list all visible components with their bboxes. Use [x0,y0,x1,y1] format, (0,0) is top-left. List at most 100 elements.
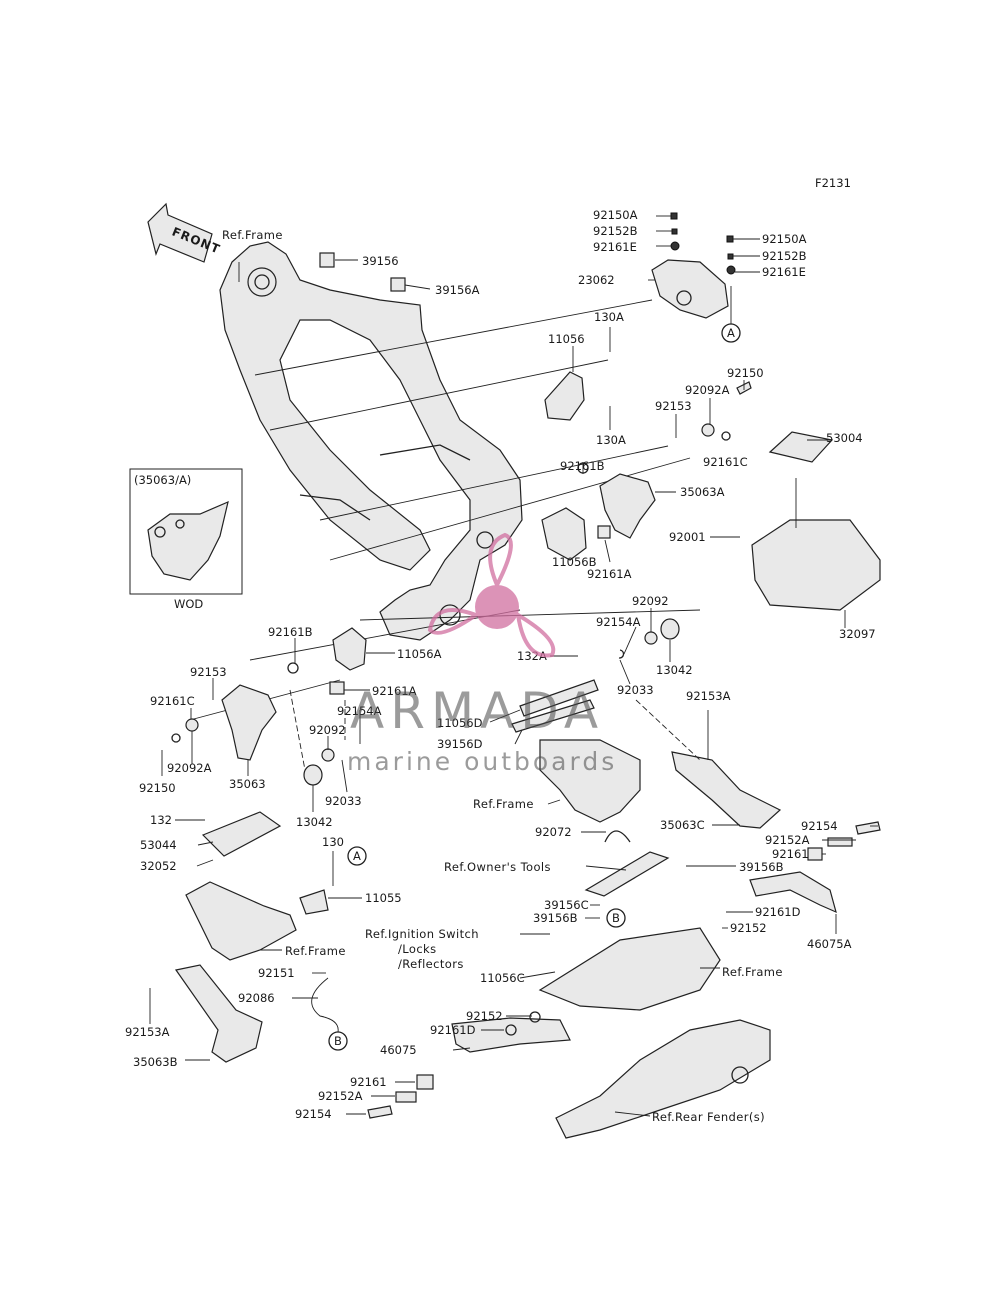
part-11056B [541,507,587,561]
part-11056D [519,679,599,717]
label-46075: 46075 [380,1043,417,1057]
label-92153A-left: 92153A [125,1025,170,1039]
label-92153-left: 92153 [190,665,227,679]
label-92152A-right: 92152A [765,833,810,847]
svg-text:A: A [353,849,361,863]
part-39156D [511,699,595,733]
owners-tools [584,851,670,897]
label-92092A: 92092A [685,383,730,397]
svg-text:B: B [334,1034,342,1048]
propeller-logo-icon [427,532,556,658]
seat-tray-center [538,927,721,1011]
label-46075A: 46075A [807,937,852,951]
label-132: 132 [150,813,172,827]
label-92161D-left: 92161D [430,1023,476,1037]
part-92092-left [321,748,335,762]
part-92086 [311,977,339,1033]
step-bracket-center [539,739,641,823]
label-11056D: 11056D [437,716,483,730]
label-53004: 53004 [826,431,863,445]
label-ref-reflectors: /Reflectors [398,957,464,971]
label-92153: 92153 [655,399,692,413]
label-130: 130 [322,835,344,849]
label-92152A-left: 92152A [318,1089,363,1103]
label-92150A-right: 92150A [762,232,807,246]
part-92161A [597,525,611,539]
part-11055 [299,889,329,915]
label-13042-right: 13042 [656,663,693,677]
part-92154-right [855,821,881,835]
label-92161A: 92161A [587,567,632,581]
label-39156A: 39156A [435,283,480,297]
callout-a-left: A [347,846,367,866]
part-92161C-left [171,733,181,743]
label-11056C: 11056C [480,971,525,985]
label-92154-right: 92154 [801,819,838,833]
inset-caption: WOD [174,597,203,611]
label-39156B-right: 39156B [739,860,784,874]
label-92150: 92150 [727,366,764,380]
label-92152B-top: 92152B [593,224,638,238]
part-92161A-left [329,681,345,695]
label-92161-right: 92161 [772,847,809,861]
label-92154A-left: 92154A [337,704,382,718]
part-labels: 92150A 92152B 92161E 23062 92150A 92152B… [125,208,876,1124]
callout-b-mid: B [606,908,626,928]
label-130A-bottom: 130A [596,433,626,447]
label-92152-left: 92152 [466,1009,503,1023]
part-35063B [174,964,263,1063]
label-92161B-left: 92161B [268,625,313,639]
part-92161D-left [505,1024,517,1036]
label-11056B: 11056B [552,555,597,569]
label-92001: 92001 [669,530,706,544]
label-39156B-mid: 39156B [533,911,578,925]
part-92161B-left [287,662,299,674]
label-92153A-right: 92153A [686,689,731,703]
part-92092A [701,423,715,437]
label-92033-left: 92033 [325,794,362,808]
label-92161C: 92161C [703,455,748,469]
part-11056A [332,627,367,671]
label-92150A-top: 92150A [593,208,638,222]
svg-text:A: A [727,326,735,340]
label-92161D-right: 92161D [755,905,801,919]
part-92161-left [416,1074,434,1090]
main-frame [219,241,523,641]
part-53004 [768,431,834,463]
part-92072 [604,830,631,843]
watermark: ARMADA marine outboards [347,532,614,776]
label-35063: 35063 [229,777,266,791]
label-ref-frame-left: Ref.Frame [285,944,346,958]
inset-35063-a: (35063/A) WOD [129,468,243,611]
label-23062: 23062 [578,273,615,287]
part-35063C [671,751,782,829]
part-92152A-right [827,837,853,847]
part-39156A [390,277,406,292]
part-92161C [721,431,731,441]
part-53044 [201,811,282,857]
label-92092A-left: 92092A [167,761,212,775]
part-92092A-left [185,718,199,732]
label-92151: 92151 [258,966,295,980]
label-35063A: 35063A [680,485,725,499]
label-13042-left: 13042 [296,815,333,829]
label-11055: 11055 [365,891,402,905]
bracket-lower-left [185,881,297,961]
part-92033-right [618,649,625,659]
label-11056A: 11056A [397,647,442,661]
bracket-23062 [651,212,736,319]
part-92154-left [367,1105,393,1119]
label-ref-ignition-switch: Ref.Ignition Switch [365,927,479,941]
label-92152B-right: 92152B [762,249,807,263]
label-ref-locks: /Locks [398,942,437,956]
part-13042-right [660,618,680,640]
label-11056: 11056 [548,332,585,346]
svg-text:B: B [612,911,620,925]
callout-b-left: B [328,1031,348,1051]
diagram-code: F2131 [815,176,851,190]
part-13042-left [303,764,323,786]
part-32097 [751,519,881,611]
label-ref-frame-right: Ref.Frame [722,965,783,979]
label-92086: 92086 [238,991,275,1005]
